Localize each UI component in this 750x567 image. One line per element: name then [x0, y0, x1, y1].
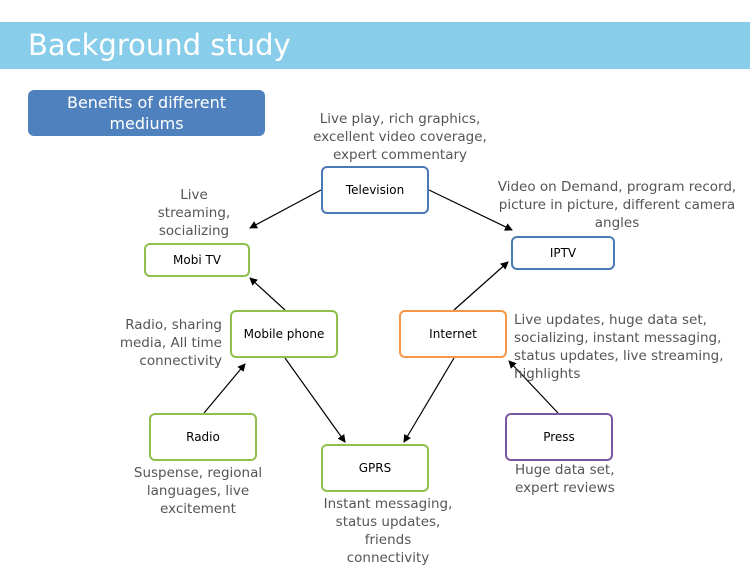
arrow-television-to-iptv [428, 189, 513, 231]
node-mobi-tv: Mobi TV [144, 243, 250, 277]
arrow-internet-to-iptv [453, 261, 509, 311]
caption-internet: Live updates, huge data set, socializing… [514, 312, 724, 382]
caption-press: Huge data set, expert reviews [515, 462, 615, 496]
title-bar: Background study [0, 22, 750, 69]
arrow-mobile-phone-to-mobi-tv [249, 277, 286, 311]
node-gprs: GPRS [321, 444, 429, 492]
caption-iptv: Video on Demand, program record, picture… [497, 179, 737, 231]
arrow-press-to-internet [508, 360, 559, 414]
slide-title: Background study [28, 28, 291, 62]
node-radio: Radio [149, 413, 257, 461]
arrow-internet-to-gprs [403, 357, 455, 443]
caption-radio: Suspense, regional languages, live excit… [133, 465, 263, 517]
arrow-television-to-mobi-tv [249, 189, 322, 229]
node-internet: Internet [399, 310, 507, 358]
caption-mobi-tv: Live streaming, socializing [157, 187, 231, 239]
node-iptv: IPTV [511, 236, 615, 270]
caption-gprs: Instant messaging, status updates, frien… [323, 496, 453, 566]
arrow-mobile-phone-to-gprs [284, 357, 346, 443]
node-press: Press [505, 413, 613, 461]
node-mobile-phone: Mobile phone [230, 310, 338, 358]
subtitle-box: Benefits of different mediums [28, 90, 265, 136]
caption-mobile-phone: Radio, sharing media, All time connectiv… [119, 317, 222, 369]
arrow-radio-to-mobile-phone [203, 363, 246, 414]
node-television: Television [321, 166, 429, 214]
caption-television: Live play, rich graphics, excellent vide… [313, 111, 487, 163]
